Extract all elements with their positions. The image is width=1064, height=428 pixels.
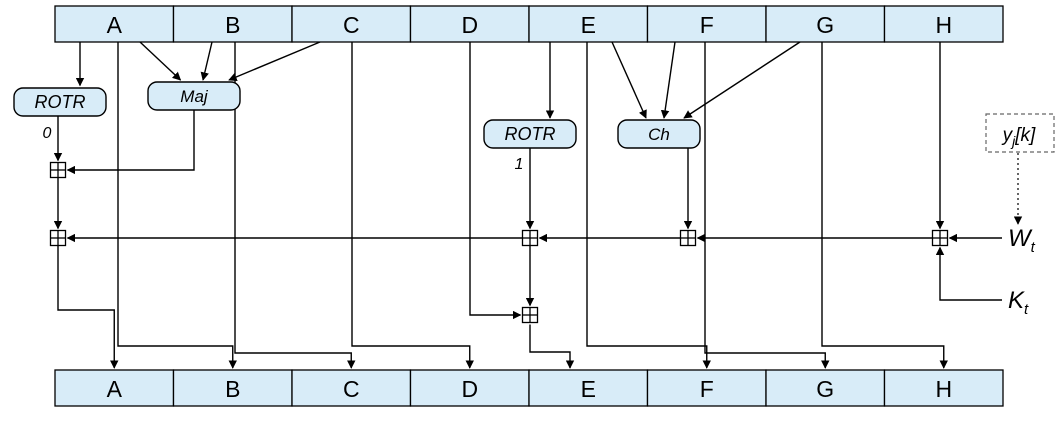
top-register-g-label: G xyxy=(816,12,834,38)
maj-label: Maj xyxy=(180,87,209,106)
ch-label: Ch xyxy=(648,125,670,144)
edge-d-to-adder6 xyxy=(469,42,522,320)
top-register-a: A xyxy=(54,5,175,43)
bottom-register-g-label: G xyxy=(816,376,834,402)
top-register-f: F xyxy=(646,5,767,43)
adder-sigma1 xyxy=(521,229,539,247)
adder-sigma0-maj xyxy=(49,161,67,179)
edge-maj-to-adder1 xyxy=(66,110,195,175)
top-register-c-label: C xyxy=(343,12,360,38)
top-register-g: G xyxy=(765,5,886,43)
edge-g-to-ch xyxy=(683,41,801,119)
edge-c-to-bottom-d xyxy=(351,42,474,369)
bottom-register-e-label: E xyxy=(581,376,596,402)
adder-ch xyxy=(679,229,697,247)
sigma1-subscript: 1 xyxy=(515,156,524,173)
edge-f-to-bottom-g xyxy=(704,42,830,369)
top-register-b-label: B xyxy=(225,12,240,38)
bottom-register-a: A xyxy=(54,369,175,407)
bottom-register-d-box xyxy=(409,369,530,407)
io-labels: yj[k] Wt Kt xyxy=(985,113,1055,318)
edge-b-to-bottom-c xyxy=(234,42,356,369)
top-register-f-label: F xyxy=(700,12,714,38)
adder-wt-kt xyxy=(931,229,949,247)
sigma0-function: ROTR 0 xyxy=(13,87,107,142)
bottom-register-d: D xyxy=(409,369,530,407)
edge-kt-to-adder5 xyxy=(935,246,1002,301)
adder-new-a xyxy=(49,229,67,247)
ch-function: Ch xyxy=(617,119,701,149)
edge-a-to-maj xyxy=(139,41,182,81)
sigma0-subscript: 0 xyxy=(43,125,52,142)
top-register-d-box xyxy=(409,5,530,43)
edge-adder2-to-bottom-a xyxy=(57,245,119,369)
top-register-a-box xyxy=(54,5,175,43)
edge-f-to-ch xyxy=(660,41,676,119)
edge-g-to-bottom-h xyxy=(821,42,948,369)
sigma1-function: ROTR 1 xyxy=(483,119,577,173)
adders xyxy=(49,161,949,324)
bottom-register-c-label: C xyxy=(343,376,360,402)
maj-function: Maj xyxy=(147,81,241,111)
top-register-e: E xyxy=(528,5,649,43)
edges xyxy=(53,41,1023,369)
message-word-source: yj[k] xyxy=(985,113,1055,153)
top-register-c: C xyxy=(291,5,412,43)
top-register-b: B xyxy=(172,5,293,43)
ch-box xyxy=(617,119,701,149)
bottom-register-c-box xyxy=(291,369,412,407)
bottom-register-d-label: D xyxy=(461,376,478,402)
sigma1-box xyxy=(483,119,577,149)
adder-new-e xyxy=(521,306,539,324)
function-boxes: ROTR 0 Maj ROTR 1 Ch xyxy=(13,81,701,173)
top-register-g-box xyxy=(765,5,886,43)
bottom-register-a-box xyxy=(54,369,175,407)
sigma0-label: ROTR xyxy=(35,92,86,112)
top-register-h-label: H xyxy=(935,12,952,38)
bottom-register-b-label: B xyxy=(225,376,240,402)
bottom-register-e-box xyxy=(528,369,649,407)
top-register-d-label: D xyxy=(461,12,478,38)
top-register-e-label: E xyxy=(581,12,596,38)
bottom-register-a-label: A xyxy=(107,376,123,402)
bottom-register-g: G xyxy=(765,369,886,407)
bottom-register-f-label: F xyxy=(700,376,714,402)
top-register-c-box xyxy=(291,5,412,43)
edge-c-to-maj xyxy=(228,41,321,81)
bottom-register-h-label: H xyxy=(935,376,952,402)
maj-box xyxy=(147,81,241,111)
kt-label: Kt xyxy=(1008,287,1029,318)
edge-b-to-maj xyxy=(200,41,213,81)
bottom-register-c: C xyxy=(291,369,412,407)
edge-adder6-to-bottom-e xyxy=(529,324,575,369)
message-word-label: yj[k] xyxy=(1001,125,1036,149)
top-register-a-label: A xyxy=(107,12,123,38)
bottom-register-h: H xyxy=(883,369,1004,407)
top-register-h: H xyxy=(883,5,1004,43)
top-registers: A B C D E F G H xyxy=(54,5,1004,43)
edge-e-to-bottom-f xyxy=(586,42,711,369)
message-word-box xyxy=(985,113,1055,153)
bottom-register-b-box xyxy=(172,369,293,407)
bottom-registers: A B C D E F G H xyxy=(54,369,1004,407)
bottom-register-f-box xyxy=(646,369,767,407)
edge-a-to-bottom-b xyxy=(117,42,237,369)
sigma1-label: ROTR xyxy=(505,124,556,144)
top-register-h-box xyxy=(883,5,1004,43)
bottom-register-e: E xyxy=(528,369,649,407)
bottom-register-b: B xyxy=(172,369,293,407)
top-register-f-box xyxy=(646,5,767,43)
bottom-register-g-box xyxy=(765,369,886,407)
bottom-register-h-box xyxy=(883,369,1004,407)
top-register-d: D xyxy=(409,5,530,43)
wt-label: Wt xyxy=(1008,225,1036,256)
bottom-register-f: F xyxy=(646,369,767,407)
edge-e-to-ch xyxy=(611,41,647,119)
top-register-b-box xyxy=(172,5,293,43)
sigma0-box xyxy=(13,87,107,117)
